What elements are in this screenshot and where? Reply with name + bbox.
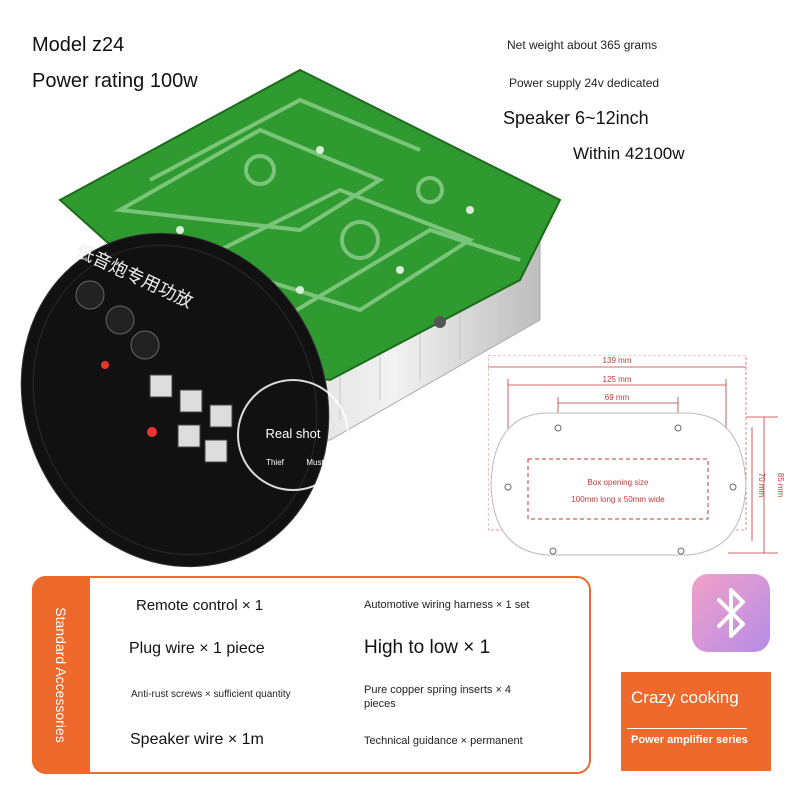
watermark-sub-left: Thief [266,458,285,467]
box-opening-title: Box opening size [588,478,649,487]
dim-height-outer: 85 mm [776,473,785,498]
brand-subtitle-box: Power amplifier series [621,726,771,771]
bluetooth-tile [692,574,770,652]
accessories-panel [32,576,591,774]
brand-title-box: Crazy cooking [621,672,771,726]
accessory-item: Anti-rust screws × sufficient quantity [131,689,291,700]
accessory-item: High to low × 1 [364,637,491,658]
accessories-tab-label: Standard Accessories [53,607,69,743]
brand-title: Crazy cooking [631,688,739,707]
accessory-item: Speaker wire × 1m [130,731,264,748]
box-opening-size: 100mm long x 50mm wide [571,495,665,504]
power-supply-label: Power supply 24v dedicated [509,76,660,90]
accessories-tab: Standard Accessories [32,576,90,774]
bluetooth-icon [717,588,745,638]
dim-width-inner: 69 mm [605,393,630,402]
accessory-item: Automotive wiring harness × 1 set [364,599,530,611]
accessory-item: Plug wire × 1 piece [129,640,265,657]
dim-width-outer: 139 mm [603,356,632,365]
model-label: Model z24 [32,34,125,56]
power-rating-label: Power rating 100w [32,70,198,92]
watermark-text: Real shot [266,426,321,441]
brand-subtitle: Power amplifier series [631,734,748,746]
dim-width-mid: 125 mm [603,375,632,384]
net-weight-label: Net weight about 365 grams [507,38,658,52]
amplifier-board-image: 低音炮专用功放 Real shot Thief Must [20,68,562,568]
speaker-label: Speaker 6~12inch [503,108,649,128]
accessory-item: Technical guidance × permanent [364,735,523,747]
accessory-item: Pure copper spring inserts × 4 pieces [364,684,512,710]
accessory-item: Remote control × 1 [136,597,264,614]
dimension-diagram: 139 mm 125 mm 69 mm Box opening size 100… [488,355,785,556]
dim-height-inner: 70 mm [757,473,766,498]
brand-divider [627,728,747,729]
watermark-sub-right: Must [306,458,324,467]
within-label: Within 42100w [573,144,685,163]
